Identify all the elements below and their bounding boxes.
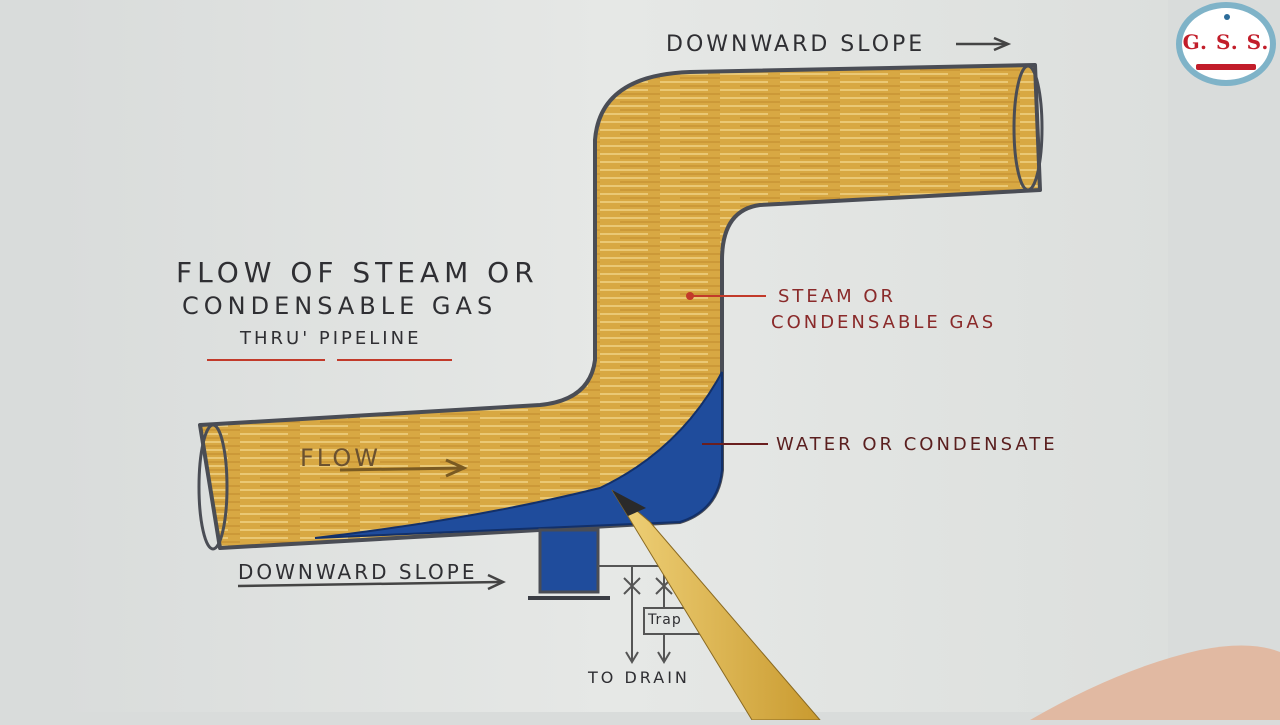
logo-emblem-icon	[1224, 14, 1230, 20]
top-slope-arrow-icon	[956, 36, 1012, 52]
bottom-slope-arrow-icon	[237, 573, 506, 591]
diagram-title-line-1: FLOW OF STEAM OR	[176, 256, 539, 289]
logo-ribbon-icon	[1196, 64, 1256, 70]
drain-label: TO DRAIN	[588, 668, 690, 687]
steam-label-line-1: STEAM OR	[778, 286, 897, 307]
logo-text: G. S. S.	[1182, 30, 1270, 54]
gss-logo: G. S. S.	[1176, 2, 1276, 86]
bottom-slope-label: DOWNWARD SLOPE	[238, 560, 478, 584]
top-slope-label: DOWNWARD SLOPE	[666, 32, 926, 57]
water-label: WATER OR CONDENSATE	[776, 434, 1058, 455]
steam-label-line-2: CONDENSABLE GAS	[771, 312, 997, 333]
right-pipe-end	[1012, 64, 1044, 192]
diagram-title-line-2: CONDENSABLE GAS	[182, 292, 498, 320]
flow-arrow-icon	[339, 458, 468, 478]
diagram-title-line-3: THRU' PIPELINE	[240, 328, 422, 349]
trap-label: Trap	[648, 612, 682, 628]
steam-leader-dot	[686, 292, 694, 300]
hand	[1030, 645, 1280, 720]
left-pipe-end	[197, 423, 229, 551]
flow-label: FLOW	[300, 444, 381, 472]
drain-leg	[538, 528, 600, 594]
